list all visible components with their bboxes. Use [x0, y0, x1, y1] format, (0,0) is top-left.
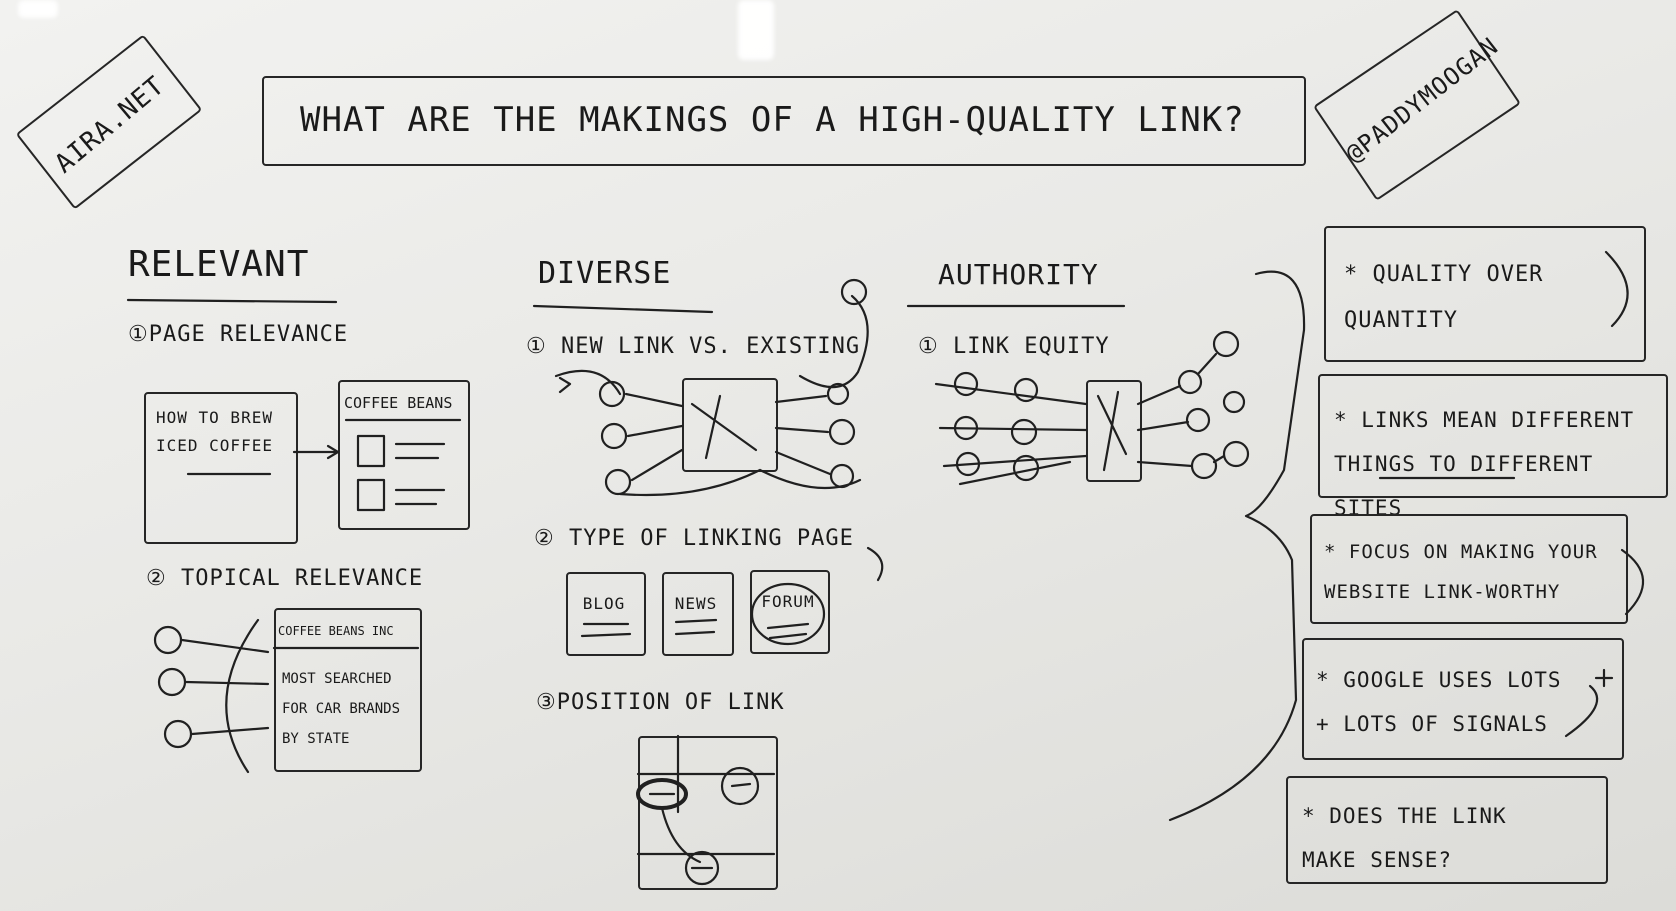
node [163, 719, 193, 749]
relevant-heading: RELEVANT [128, 244, 310, 285]
diverse-item-position: ③POSITION OF LINK [536, 690, 785, 715]
diverse-item-page-type: ② TYPE OF LINKING PAGE [534, 526, 854, 551]
page-type-forum: FORUM [761, 592, 815, 611]
relevant-underline [126, 298, 338, 304]
arrow-head [326, 444, 340, 460]
page-a [144, 392, 298, 544]
note-focus: * FOCUS ON MAKING YOUR WEBSITE LINK-WORT… [1324, 541, 1598, 603]
grouping-arc [225, 618, 260, 774]
equity-page [1086, 380, 1142, 482]
page-b-title: COFFEE BEANS [344, 394, 453, 412]
note-quality: * QUALITY OVER QUANTITY [1344, 262, 1544, 333]
node [153, 625, 183, 655]
linked-site-body: MOST SEARCHED FOR CAR BRANDS BY STATE [282, 671, 401, 747]
position-page [638, 736, 778, 890]
node [157, 667, 187, 697]
diverse-item-new-vs-existing: ① NEW LINK VS. EXISTING [526, 334, 861, 359]
page-type-card-blog [566, 572, 646, 656]
relevant-item-page-relevance: ①PAGE RELEVANCE [128, 322, 349, 347]
note-google: * GOOGLE USES LOTS + LOTS OF SIGNALS [1316, 668, 1562, 736]
page-type-card-news [662, 572, 734, 656]
authority-heading: AUTHORITY [938, 258, 1099, 291]
note-links-mean: * LINKS MEAN DIFFERENT THINGS TO DIFFERE… [1334, 408, 1635, 520]
relevant-item-topical-relevance: ② TOPICAL RELEVANCE [146, 566, 424, 591]
note-makes-sense: * DOES THE LINK MAKE SENSE? [1302, 804, 1507, 872]
glare [738, 0, 774, 60]
linked-site-box [274, 608, 422, 772]
glare [18, 0, 58, 18]
page-title: WHAT ARE THE MAKINGS OF A HIGH-QUALITY L… [300, 100, 1245, 140]
diverse-underline [532, 304, 714, 314]
note-box-2 [1318, 374, 1668, 498]
target-page [682, 378, 778, 472]
new-link-curve [554, 369, 622, 396]
linked-site-title: COFFEE BEANS INC [278, 624, 394, 638]
brace [1168, 270, 1306, 822]
authority-item-link-equity: ① LINK EQUITY [918, 334, 1110, 359]
title-box [262, 76, 1306, 166]
page-type-blog: BLOG [582, 594, 626, 613]
note-box-1 [1324, 226, 1646, 362]
page-type-card-forum [750, 570, 830, 654]
page-type-news: NEWS [674, 594, 718, 613]
note-box-5 [1286, 776, 1608, 884]
diverse-heading: DIVERSE [538, 256, 672, 291]
bracket [866, 546, 884, 582]
page-a-title: HOW TO BREW ICED COFFEE [156, 408, 273, 455]
